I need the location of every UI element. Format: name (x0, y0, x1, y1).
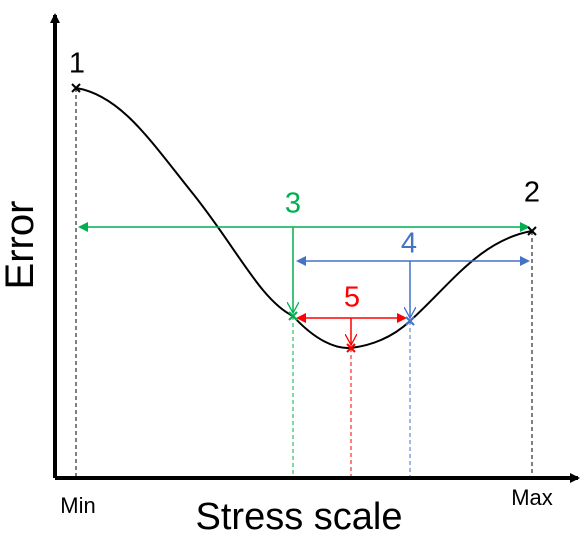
point-label-5: 5 (343, 281, 361, 314)
point-marker-3 (288, 311, 298, 321)
x-max-label: Max (511, 485, 553, 510)
point-label-1: 1 (68, 47, 86, 80)
point-marker-2 (527, 226, 537, 236)
point-marker-5 (346, 343, 356, 353)
point-label-2: 2 (523, 176, 541, 209)
point-label-3: 3 (284, 187, 302, 220)
error-curve (75, 87, 533, 350)
x-axis-label: Stress scale (195, 496, 403, 538)
point-marker-1 (71, 83, 81, 93)
x-min-label: Min (60, 493, 96, 518)
y-axis-label: Error (0, 200, 42, 290)
point-label-4: 4 (400, 227, 418, 260)
point-marker-4 (405, 316, 415, 326)
